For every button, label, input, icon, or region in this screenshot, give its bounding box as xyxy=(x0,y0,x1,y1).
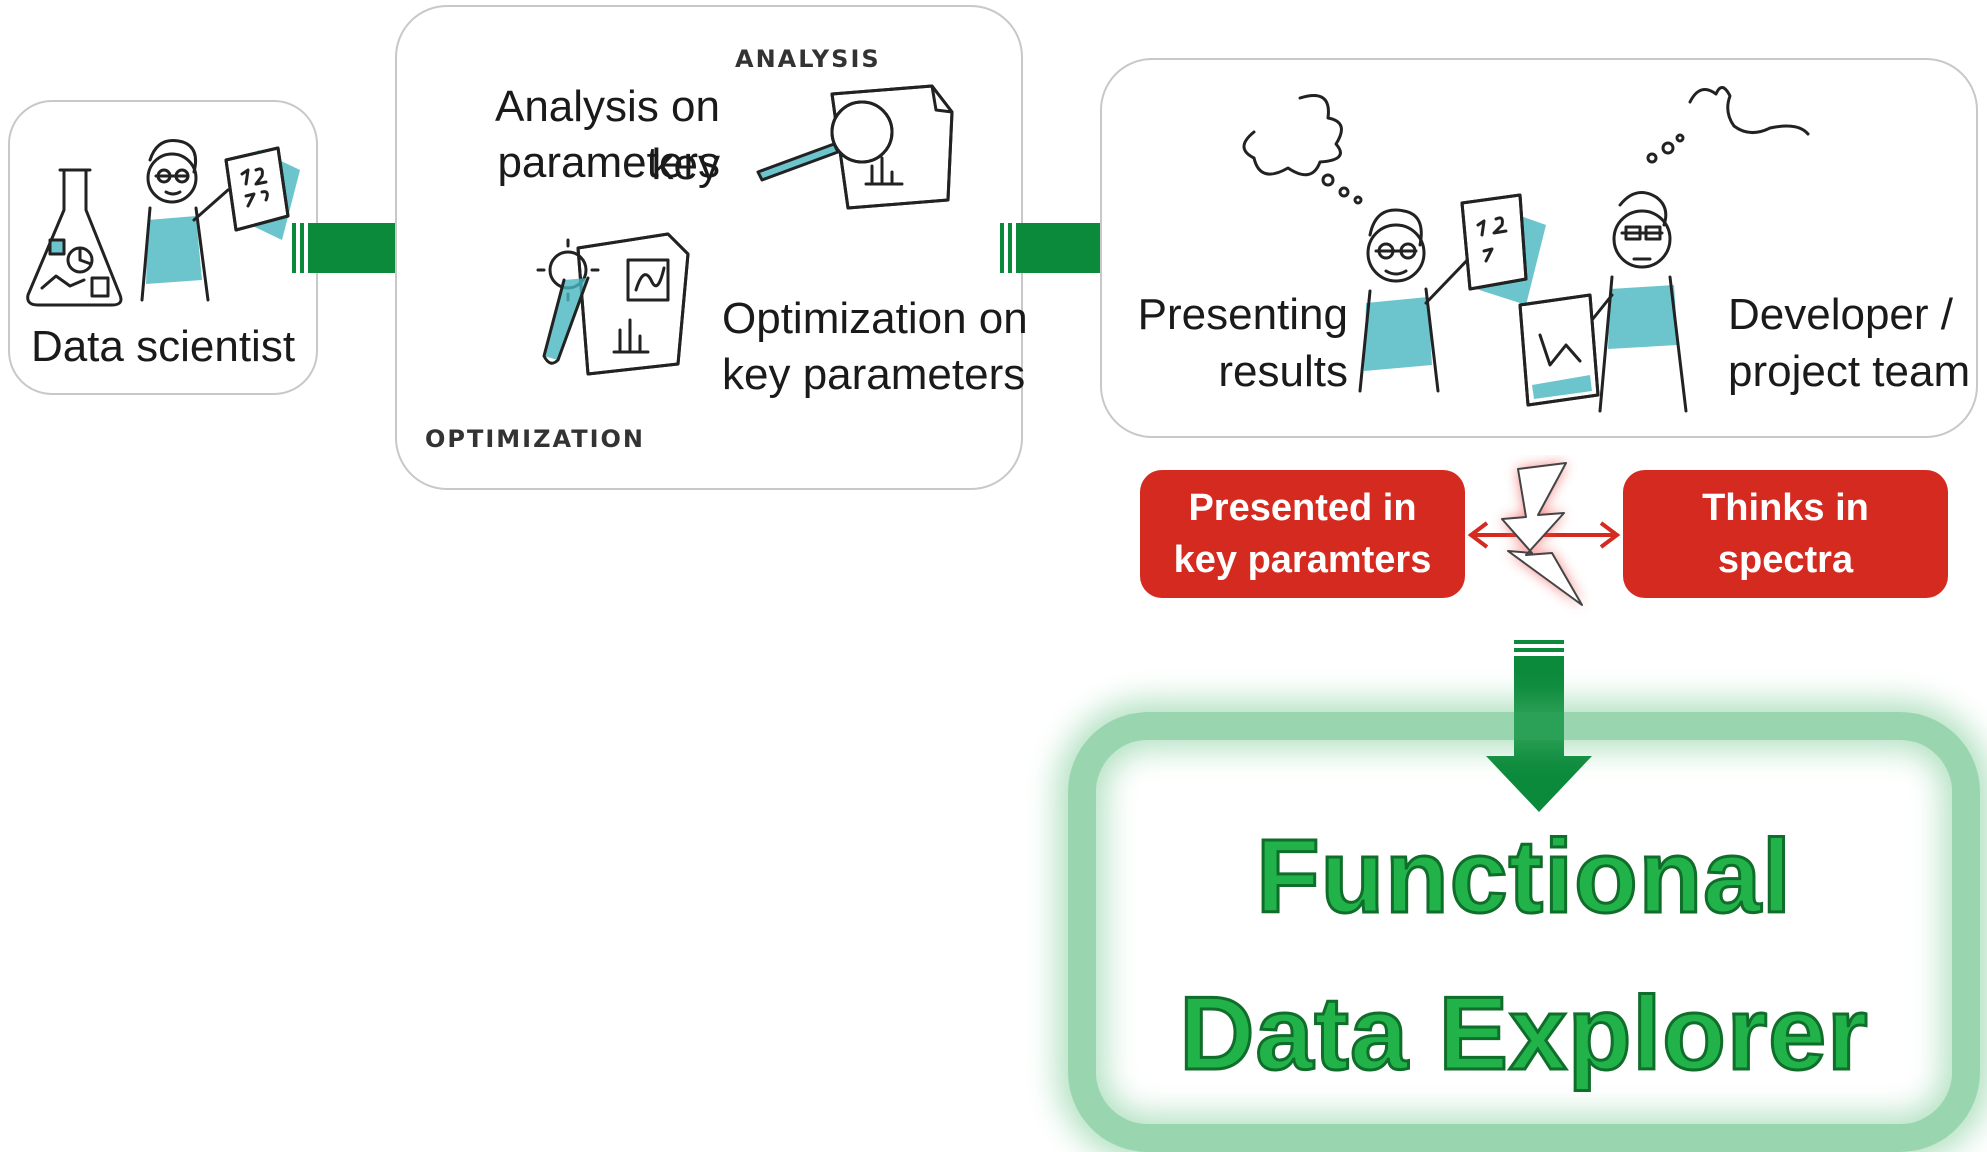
developer-icon xyxy=(1518,191,1688,413)
scientist-icon xyxy=(140,139,230,302)
presenting-label-line2: results xyxy=(1218,347,1348,396)
thinks-in-spectra-box: Thinks in spectra xyxy=(1623,470,1948,598)
presenter-icon xyxy=(1358,193,1546,393)
flask-icon xyxy=(26,168,123,307)
presented-line2: key paramters xyxy=(1173,539,1432,581)
thought-cloud-icon xyxy=(1242,94,1363,205)
lightning-icon xyxy=(1501,462,1583,606)
thinks-line2: spectra xyxy=(1717,539,1854,581)
analysis-label-line1: Analysis on key xyxy=(494,82,720,189)
wrench-gear-icon xyxy=(536,232,690,376)
data-scientist-label: Data scientist xyxy=(30,322,296,371)
thought-cloud-icon xyxy=(1646,86,1810,164)
developer-label-line1: Developer / xyxy=(1728,290,1954,339)
fde-title-line1: Functional xyxy=(1255,818,1793,937)
fde-title-line2: Data Explorer xyxy=(1178,975,1869,1094)
analysis-label-line2: parameters xyxy=(497,138,720,187)
analysis-handwritten-label: ANALYSIS xyxy=(735,45,881,73)
presenting-label-line1: Presenting xyxy=(1137,290,1348,339)
magnifier-icon xyxy=(756,84,954,210)
thinks-line1: Thinks in xyxy=(1702,487,1869,529)
notepad-icon xyxy=(224,146,300,240)
optimization-label-line2: key parameters xyxy=(722,350,1026,399)
presented-line1: Presented in xyxy=(1188,487,1417,529)
presented-in-key-parameters-box: Presented in key paramters xyxy=(1140,470,1465,598)
developer-label-line2: project team xyxy=(1728,347,1971,396)
optimization-handwritten-label: OPTIMIZATION xyxy=(425,425,646,453)
optimization-label-line1: Optimization on xyxy=(722,294,1028,343)
